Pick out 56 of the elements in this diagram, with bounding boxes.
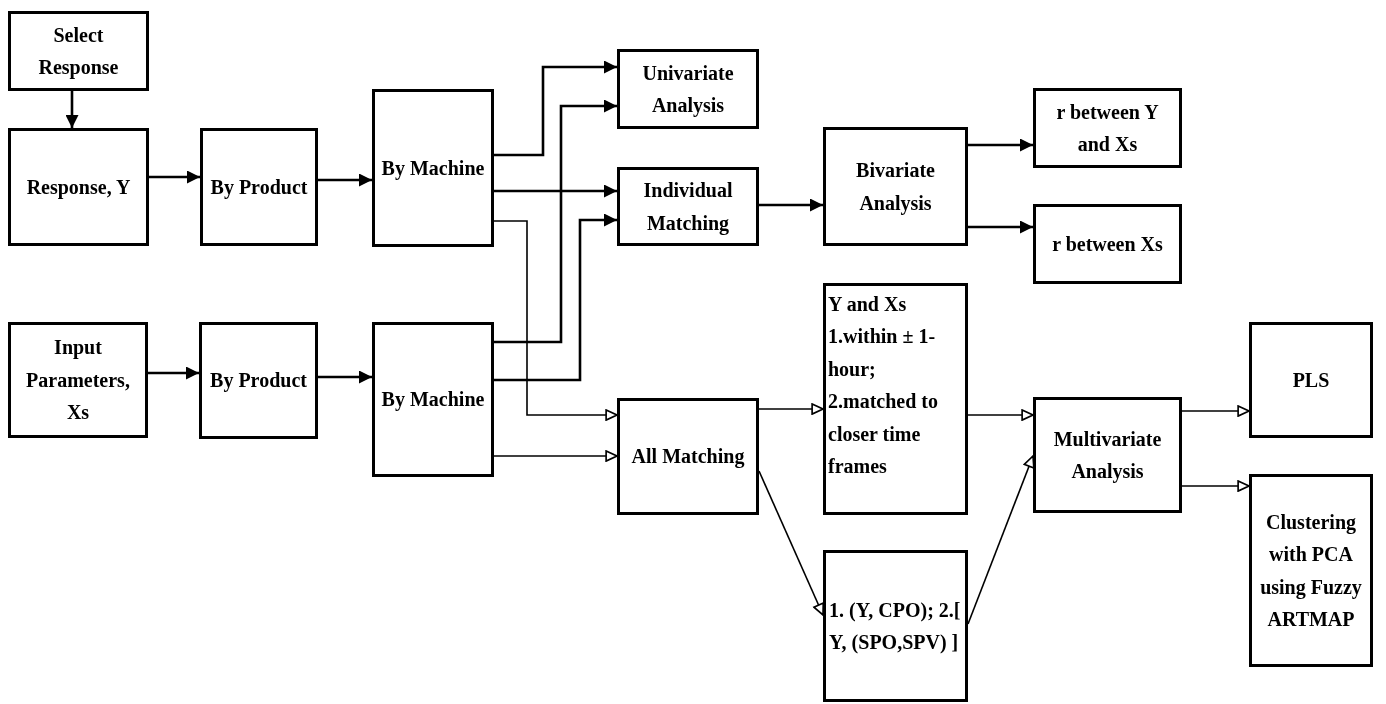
arrow bbox=[65, 91, 79, 128]
arrow bbox=[968, 220, 1033, 234]
arrow bbox=[1181, 480, 1250, 492]
arrow bbox=[494, 184, 617, 198]
process-box bbox=[617, 398, 759, 515]
arrow bbox=[493, 450, 618, 462]
box-label: Response, Y bbox=[26, 174, 131, 201]
box-label: Clustering with PCA using Fuzzy ARTMAP bbox=[1259, 509, 1363, 632]
box-label: By Machine bbox=[381, 155, 485, 182]
arrow bbox=[759, 198, 823, 212]
box-label: Univariate Analysis bbox=[641, 60, 735, 119]
process-box bbox=[1033, 204, 1182, 284]
box-label: By Product bbox=[210, 368, 307, 394]
arrow bbox=[318, 173, 372, 187]
process-box bbox=[1033, 88, 1182, 168]
box-label: Bivariate Analysis bbox=[855, 158, 936, 217]
arrow bbox=[1181, 405, 1250, 417]
arrow bbox=[967, 455, 1035, 625]
arrow bbox=[758, 403, 824, 415]
process-box bbox=[617, 49, 759, 129]
process-box bbox=[8, 322, 148, 438]
arrow bbox=[494, 60, 617, 157]
process-box bbox=[1249, 322, 1373, 438]
process-box bbox=[823, 127, 968, 246]
process-box bbox=[1033, 397, 1182, 513]
process-box bbox=[823, 550, 968, 702]
box-label: Individual Matching bbox=[642, 178, 734, 237]
process-box bbox=[1249, 474, 1373, 667]
process-box bbox=[823, 283, 968, 515]
box-label: Input Parameters, Xs bbox=[25, 335, 131, 426]
process-box bbox=[372, 89, 494, 247]
box-label: By Machine bbox=[381, 387, 485, 413]
process-box bbox=[8, 11, 149, 91]
arrow bbox=[758, 470, 825, 616]
arrow bbox=[148, 366, 199, 380]
arrow bbox=[493, 220, 618, 421]
box-label: 1. (Y, CPO); 2.[ Y, (SPO,SPV) ] bbox=[829, 597, 962, 656]
arrow bbox=[968, 138, 1033, 152]
process-box bbox=[200, 128, 318, 246]
process-box bbox=[617, 167, 759, 246]
process-box bbox=[8, 128, 149, 246]
box-label: Y and Xs 1.within ± 1-hour; 2.matched to closer time frames bbox=[828, 292, 939, 479]
arrow bbox=[494, 99, 617, 344]
box-label: Multivariate Analysis bbox=[1052, 426, 1163, 485]
arrow bbox=[149, 170, 200, 184]
box-label: PLS bbox=[1292, 367, 1330, 393]
process-box bbox=[199, 322, 318, 439]
arrow bbox=[494, 213, 617, 382]
arrow bbox=[318, 370, 372, 384]
process-box bbox=[372, 322, 494, 477]
box-label: All Matching bbox=[631, 444, 745, 470]
box-label: r between Y and Xs bbox=[1055, 99, 1160, 157]
arrow bbox=[967, 409, 1034, 421]
box-label: By Product bbox=[210, 174, 308, 201]
box-label: Select Response bbox=[37, 22, 120, 81]
box-label: r between Xs bbox=[1052, 231, 1163, 257]
